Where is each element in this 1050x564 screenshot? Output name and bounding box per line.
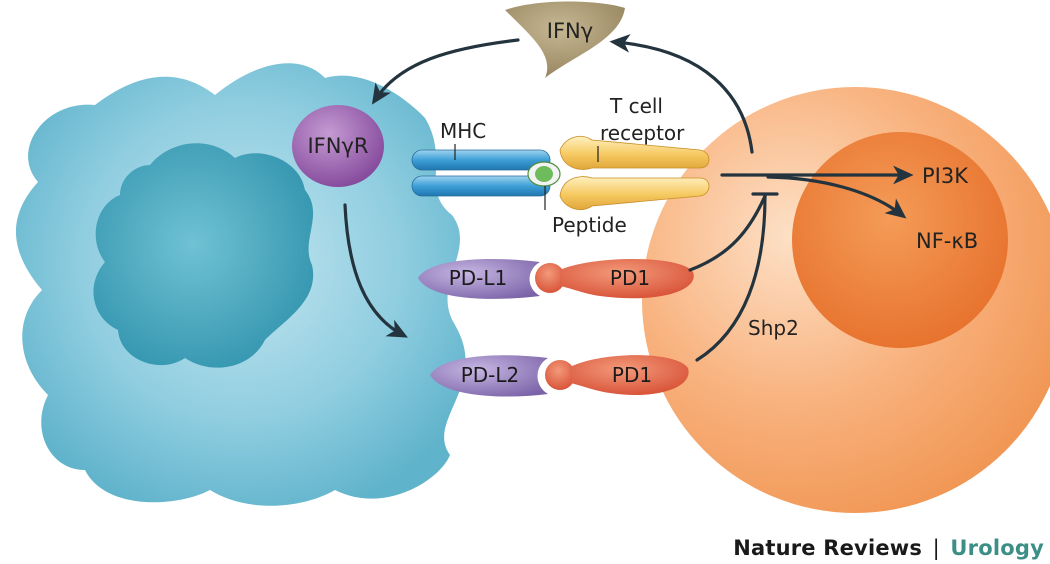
mhc-label: MHC	[440, 119, 486, 143]
tcr-label-line2: receptor	[600, 121, 685, 145]
peptide-core	[535, 166, 553, 182]
pd1-top-label: PD1	[610, 266, 650, 290]
pdl2-ligand	[430, 355, 548, 397]
tcr-label-line1: T cell	[609, 94, 663, 118]
pdl2-label: PD-L2	[461, 363, 520, 387]
nfkb-label: NF-κB	[916, 229, 978, 253]
arrow-to-nfkb	[766, 175, 907, 219]
journal-credit: Nature Reviews | Urology	[733, 536, 1044, 560]
t-cell-nucleus	[792, 132, 1008, 348]
journal-separator: |	[932, 536, 940, 560]
arrow-ifng-to-ifngr	[371, 38, 520, 105]
arrow-tcell-to-ifng	[609, 34, 754, 154]
pi3k-label: PI3K	[922, 164, 969, 188]
pdl1-label: PD-L1	[449, 266, 508, 290]
ifngr-receptor	[292, 105, 384, 187]
pd1-bottom-label: PD1	[612, 363, 652, 387]
inhibition-pd1-bottom	[695, 194, 767, 362]
shp2-label: Shp2	[748, 316, 799, 340]
inhibition-pd1-top	[688, 194, 767, 272]
t-cell-receptor	[559, 136, 710, 210]
mhc-complex	[411, 149, 551, 197]
pd1-bottom-receptor	[570, 355, 689, 396]
pdl1-ligand	[418, 259, 540, 299]
pd1-top-head	[535, 263, 565, 293]
tumor-nucleus	[93, 143, 314, 368]
ifngr-label: IFNγR	[307, 134, 368, 158]
peptide-label: Peptide	[552, 213, 627, 237]
pd1-bottom-head	[545, 360, 575, 390]
arrow-ifngr-to-pdl2	[343, 203, 408, 338]
journal-brand: Nature Reviews	[733, 536, 923, 560]
ifng-label: IFNγ	[547, 19, 593, 43]
journal-name: Urology	[950, 536, 1044, 560]
pd1-top-receptor	[560, 259, 694, 299]
ifng-cytokine	[505, 1, 625, 78]
